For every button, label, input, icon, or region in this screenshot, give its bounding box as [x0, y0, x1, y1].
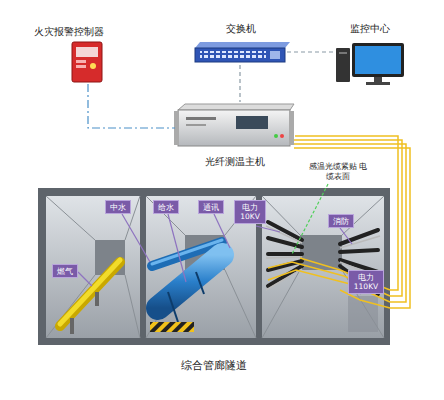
connector: [295, 136, 398, 290]
fibre-cables: [294, 140, 410, 308]
connector: [88, 84, 175, 128]
fire-alarm-controller: 火灾报警控制器: [25, 26, 113, 84]
pipe-tag: 给水: [153, 200, 179, 214]
host-device: [174, 104, 294, 146]
node-label: 通讯: [203, 203, 219, 212]
pipe-tag: 消防: [328, 214, 354, 228]
tunnel-illustration: [38, 184, 390, 345]
node-label: 火灾报警控制器: [13, 26, 125, 38]
cable-tag: 电力 110KV: [348, 270, 384, 294]
connector: [239, 65, 240, 102]
utility-tunnel: 综合管廊隧道燃气中水给水通讯电力 10KV消防电力 110KV: [38, 188, 390, 345]
node-label: 给水: [158, 203, 174, 212]
node-label: 电力 110KV: [349, 273, 383, 291]
pipe-tag: 燃气: [52, 264, 78, 278]
switch-icon: [195, 42, 290, 62]
node-label: 交换机: [183, 23, 299, 35]
node-label: 中水: [110, 203, 126, 212]
node-label: 光纤测温主机: [165, 156, 305, 168]
node-label: 综合管廊隧道: [38, 359, 390, 372]
node-label: 电力 10KV: [235, 203, 265, 221]
node-label: 监控中心: [323, 23, 417, 35]
network-switch: 交换机: [195, 23, 287, 65]
monitoring-center: 监控中心: [335, 23, 405, 85]
pipe-tag: 通讯: [198, 200, 224, 214]
connector: [287, 51, 335, 52]
fire-alarm-icon: [72, 42, 102, 82]
computer-icon: [336, 43, 404, 85]
node-label: 燃气: [57, 267, 73, 276]
pipe-tag: 中水: [105, 200, 131, 214]
cable-tag: 电力 10KV: [234, 200, 266, 224]
node-label: 消防: [333, 217, 349, 226]
callout-note: 感温光缆紧贴 电缆表面: [308, 162, 368, 182]
fiber-host: 光纤测温主机: [175, 102, 295, 168]
